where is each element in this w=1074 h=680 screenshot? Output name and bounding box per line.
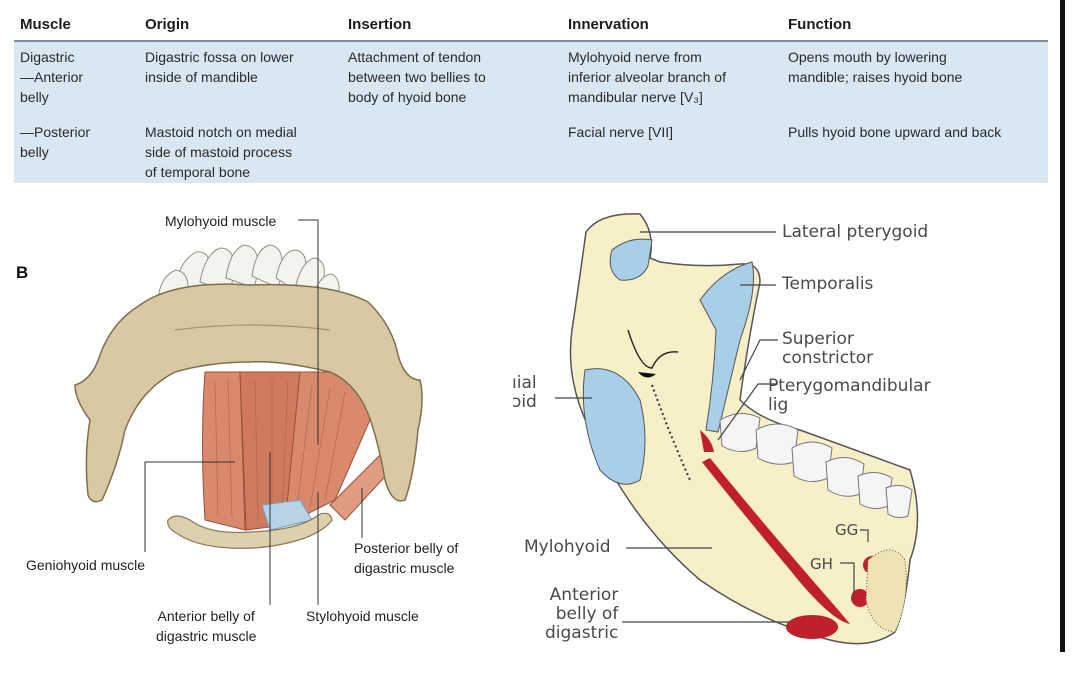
- cell-origin: Mastoid notch on medial side of mastoid …: [145, 124, 297, 180]
- suprahyoid-muscles-image: [202, 371, 406, 531]
- label-anterior-belly-digastric-right: Anterior belly of digastric: [545, 585, 619, 643]
- page-edge-bar: [1060, 0, 1065, 652]
- muscle-table: Muscle Origin Insertion Innervation Func…: [14, 0, 1048, 183]
- label-geniohyoid-muscle: Geniohyoid muscle: [26, 557, 146, 573]
- label-lateral-pterygoid: Lateral pterygoid: [782, 222, 929, 242]
- mandible-illustration: [74, 219, 423, 605]
- cell-muscle: —Posterior belly: [20, 124, 91, 160]
- cell-innervation: Facial nerve [VII]: [568, 124, 674, 140]
- label-gh: GH: [810, 555, 833, 573]
- label-medial-pterygoid-cut: ıial ɔid: [512, 373, 537, 412]
- panel-letter-b: B: [16, 263, 29, 282]
- header-insertion: Insertion: [348, 16, 412, 33]
- label-pterygomandibular-lig: Pterygomandibular lig: [768, 376, 931, 415]
- header-muscle: Muscle: [20, 16, 71, 33]
- label-temporalis: Temporalis: [782, 274, 874, 294]
- label-mylohyoid: Mylohyoid: [524, 537, 611, 557]
- label-posterior-belly-digastric: Posterior belly of digastric muscle: [354, 540, 459, 576]
- header-function: Function: [788, 16, 852, 33]
- label-gg: GG: [835, 521, 859, 539]
- label-stylohyoid-muscle: Stylohyoid muscle: [306, 608, 419, 624]
- header-origin: Origin: [145, 16, 190, 33]
- label-anterior-belly-digastric: Anterior belly of digastric muscle: [156, 608, 257, 644]
- table-header-row: Muscle Origin Insertion Innervation Func…: [14, 0, 1048, 42]
- label-mylohyoid-muscle: Mylohyoid muscle: [165, 213, 277, 229]
- cell-insertion: Attachment of tendon between two bellies…: [348, 49, 486, 105]
- mandible-bone-image: [74, 283, 423, 503]
- cell-function: Pulls hyoid bone upward and back: [788, 124, 1002, 140]
- molar-teeth-image: [719, 413, 913, 519]
- cell-innervation: Mylohyoid nerve from inferior alveolar b…: [568, 49, 726, 105]
- header-innervation: Innervation: [568, 16, 649, 33]
- cell-function: Opens mouth by lowering mandible; raises…: [788, 49, 963, 85]
- left-figure-leader-lines: [144, 219, 363, 605]
- hyoid-bone-image: [167, 512, 333, 549]
- cell-muscle: Digastric —Anterior belly: [20, 49, 84, 105]
- cell-origin: Digastric fossa on lower inside of mandi…: [145, 49, 294, 85]
- label-superior-constrictor: Superior constrictor: [782, 329, 874, 368]
